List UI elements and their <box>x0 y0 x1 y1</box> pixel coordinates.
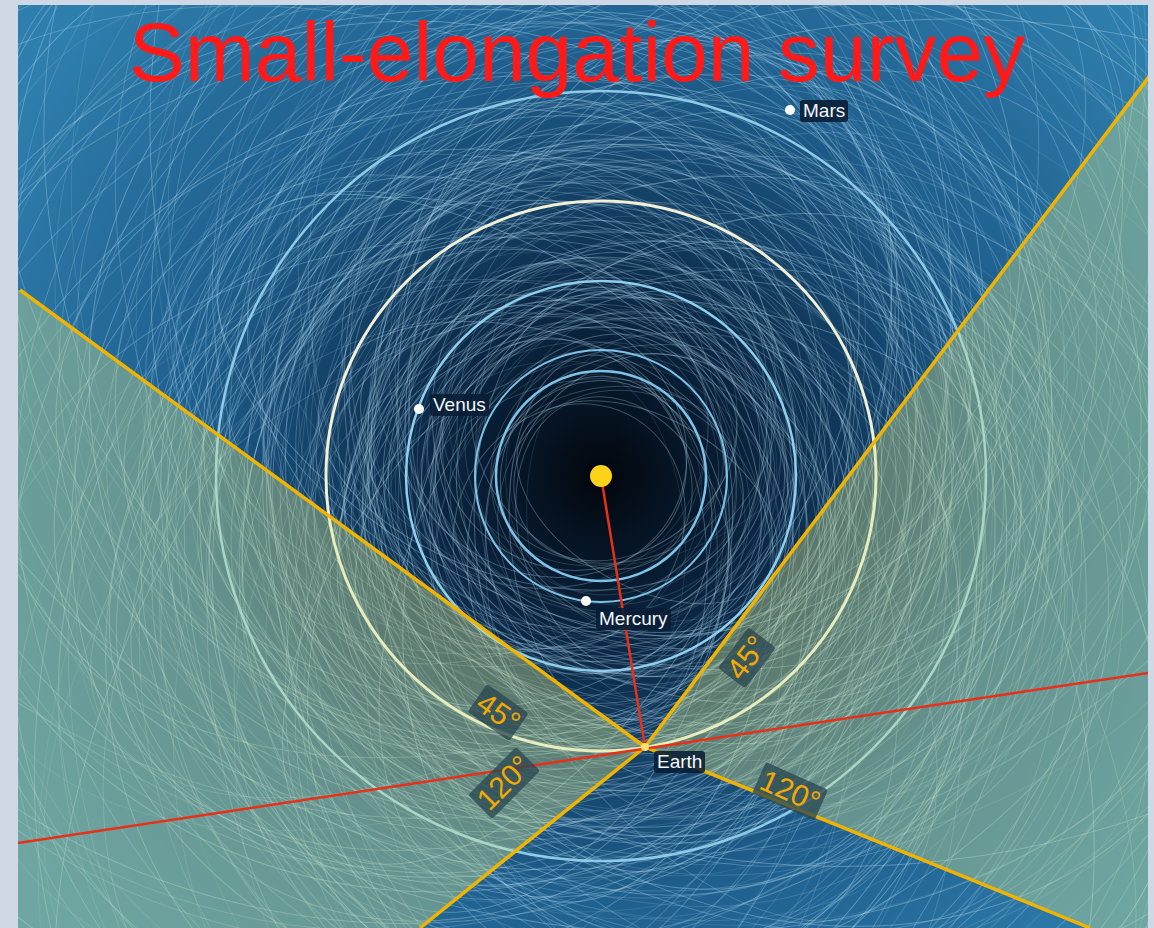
angle-label: 45° <box>718 627 776 688</box>
planet-label: Earth <box>654 751 705 773</box>
asteroid-orbits <box>18 5 1148 928</box>
mars-dot <box>785 105 795 115</box>
earth-dot <box>641 743 649 751</box>
angle-label: 45° <box>467 684 529 741</box>
survey-wedge <box>645 70 1148 928</box>
angle-label: 120° <box>752 762 828 821</box>
sun <box>590 465 612 487</box>
angle-label: 120° <box>468 747 540 819</box>
planet-label: Mercury <box>596 608 671 630</box>
elongation-limit-lines <box>20 70 1148 928</box>
mercury-dot <box>581 596 591 606</box>
venus-dot <box>414 404 424 414</box>
survey-wedge <box>18 290 645 928</box>
planet-label: Venus <box>430 394 489 416</box>
title: Small-elongation survey <box>129 10 1025 94</box>
planet-label: Mars <box>800 100 848 122</box>
sun-earth-lines <box>18 476 1148 843</box>
